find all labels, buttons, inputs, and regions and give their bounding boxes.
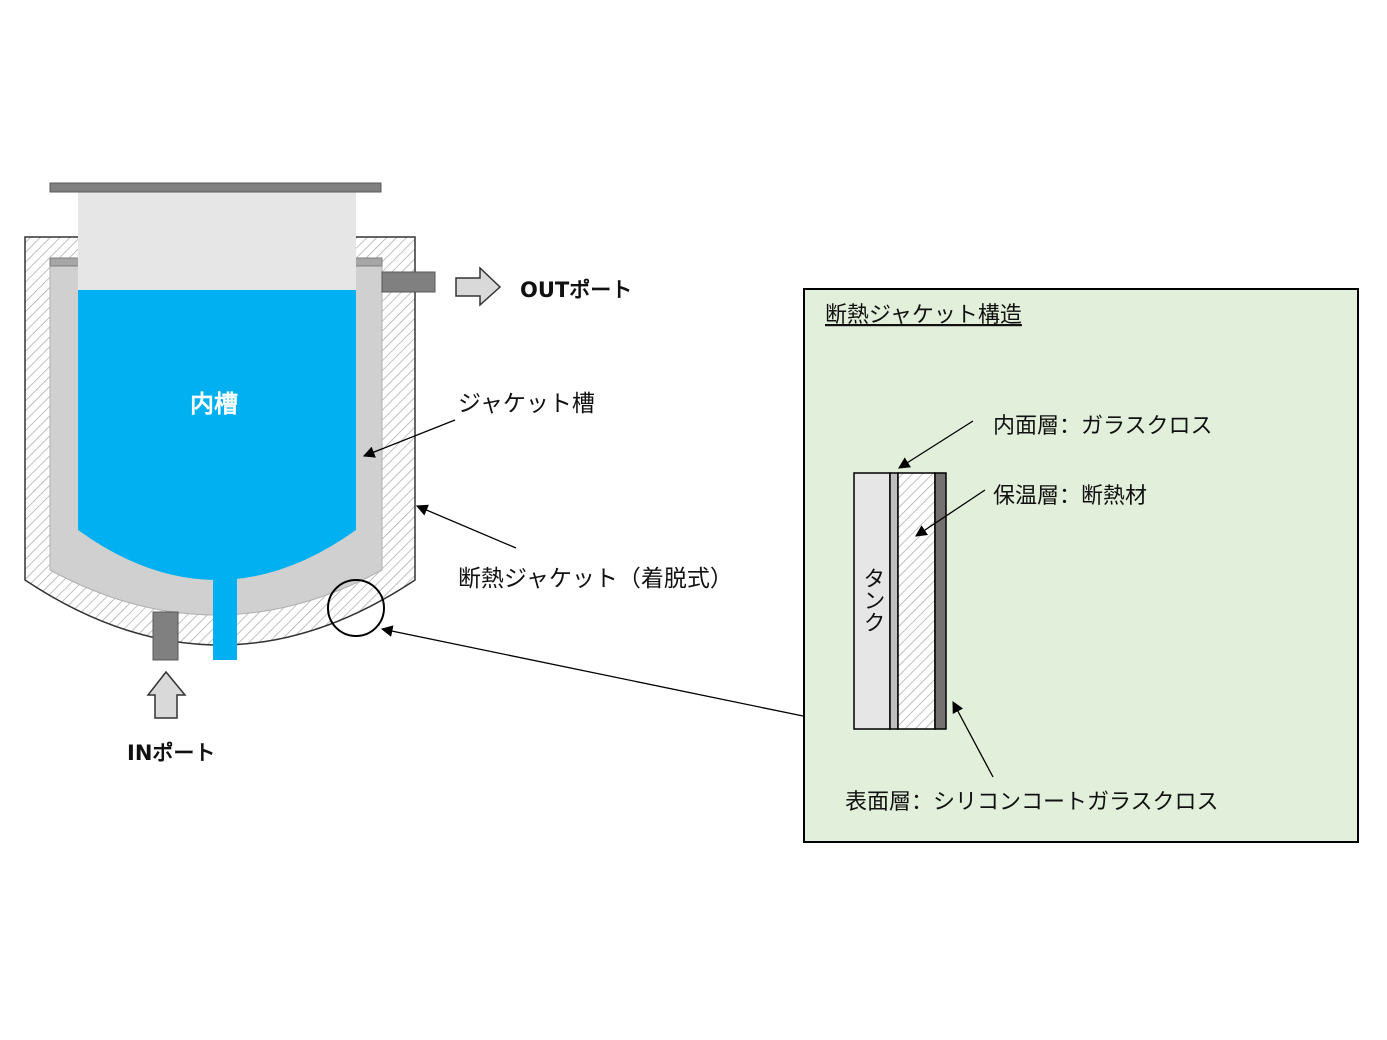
detail-tank-wall <box>853 472 891 730</box>
detail-callout-leader <box>380 625 804 717</box>
insulation-jacket-leader <box>415 504 517 549</box>
tank-cross-section: OUTポート INポート 内槽 ジャケット槽 断熱ジャケット（着脱式） <box>24 182 804 765</box>
drain-pipe <box>213 575 237 660</box>
detail-insulation-layer <box>897 472 936 730</box>
inner-tank-liquid <box>78 290 356 580</box>
detail-tank-label: タンク <box>860 567 885 633</box>
insulation-jacket-label: 断熱ジャケット（着脱式） <box>458 566 733 592</box>
detail-title: 断熱ジャケット構造 <box>825 303 1022 328</box>
detail-surface-layer <box>934 472 947 730</box>
jacket-tank-label: ジャケット槽 <box>458 391 595 417</box>
in-flow-arrow-icon <box>146 670 187 719</box>
jacket-tank-leader <box>362 419 456 458</box>
insulation-layer-leader <box>915 489 986 537</box>
detail-inner-layer <box>889 472 899 730</box>
detail-panel: 断熱ジャケット構造 タンク 内面層：ガラスクロス 保温層：断熱材 表面層：シリコ… <box>803 288 1359 843</box>
in-port-label: INポート <box>127 741 215 765</box>
detail-callout-circle <box>327 579 385 637</box>
surface-layer-label: 表面層：シリコンコートガラスクロス <box>845 790 1219 815</box>
out-port-pipe <box>381 271 436 293</box>
in-port-pipe <box>152 611 179 661</box>
insulation-layer-label: 保温層：断熱材 <box>993 484 1147 509</box>
tank-lid <box>49 182 382 193</box>
out-flow-arrow-icon <box>455 266 502 307</box>
surface-layer-leader <box>952 700 994 778</box>
inner-tank-label: 内槽 <box>190 390 238 418</box>
inner-layer-leader <box>898 420 974 469</box>
inner-layer-label: 内面層：ガラスクロス <box>993 414 1213 439</box>
out-port-label: OUTポート <box>520 278 632 302</box>
inner-tank-upper <box>78 192 356 291</box>
